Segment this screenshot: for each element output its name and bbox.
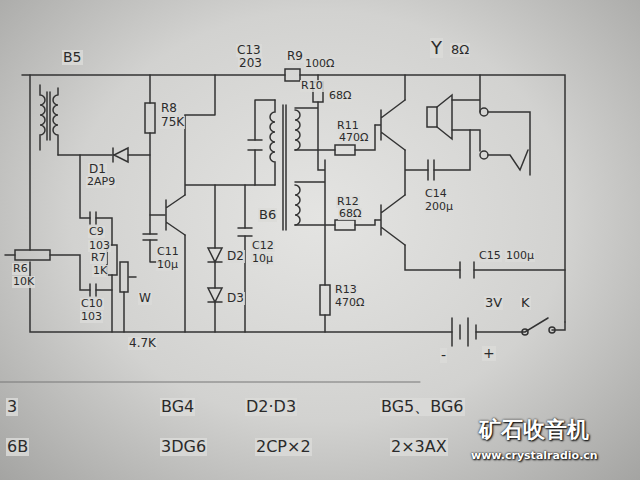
table-cell: 2×3AX [390, 438, 448, 456]
resistor-symbol [335, 220, 355, 230]
part-name: B6 [258, 208, 277, 222]
jack-contact [480, 151, 488, 159]
transformer-symbol [40, 85, 58, 155]
wire [295, 75, 375, 332]
wire [58, 154, 150, 156]
transistor-symbol [375, 100, 405, 245]
resistor-symbol [335, 145, 355, 155]
wire [150, 214, 165, 216]
part-value: 470Ω [338, 132, 369, 144]
wire [22, 75, 565, 322]
part-name: R8 [160, 102, 178, 115]
part-name: D1 [88, 163, 107, 176]
wire [0, 382, 420, 383]
table-cell: 2CP×2 [255, 438, 312, 456]
polarity-mark: - [440, 348, 447, 363]
part-name: R13 [334, 284, 358, 296]
wire [476, 318, 565, 332]
jack-contact [480, 108, 488, 116]
wire [124, 277, 136, 332]
table-cell: 3 [6, 398, 18, 416]
part-name: R7 [90, 252, 107, 264]
capacitor-symbol [90, 284, 96, 296]
wire [470, 130, 480, 151]
part-value: 75K [160, 116, 185, 129]
part-value: 68Ω [338, 208, 362, 220]
wire [452, 75, 530, 175]
speaker-symbol [427, 107, 437, 127]
part-name: C9 [88, 226, 105, 238]
part-name: B5 [62, 50, 83, 65]
part-name: C12 [251, 240, 275, 252]
part-name: W [138, 292, 152, 305]
battery-symbol [452, 318, 476, 346]
capacitor-symbol [90, 212, 96, 224]
polarity-mark: + [482, 346, 496, 361]
part-value: 200μ [424, 201, 454, 213]
part-value: 100μ [505, 250, 535, 262]
wire [214, 185, 216, 332]
part-name: R11 [336, 120, 360, 132]
capacitor-symbol [238, 228, 252, 236]
part-value: 3V [484, 296, 503, 310]
part-value: 100Ω [304, 58, 335, 70]
table-cell: BG5、BG6 [380, 398, 465, 416]
wire [80, 155, 112, 245]
table-cell: 6B [6, 438, 29, 456]
part-name: C10 [80, 298, 104, 310]
part-value: 103 [80, 311, 103, 323]
table-cell: BG4 [160, 398, 195, 416]
diode-symbol [208, 248, 222, 302]
switch-contact [549, 327, 555, 333]
resistor-symbol [320, 285, 330, 315]
part-name: R12 [336, 196, 360, 208]
table-cell: 3DG6 [160, 438, 207, 456]
part-value: 1K [92, 265, 108, 277]
resistor-symbol [15, 250, 50, 260]
speaker-symbol [437, 95, 452, 139]
transistor-symbol [166, 195, 185, 235]
part-name: Y [430, 38, 443, 58]
part-value: 470Ω [334, 297, 365, 309]
part-name: K [520, 296, 531, 310]
part-value: 10μ [156, 259, 179, 271]
part-value: 10μ [251, 253, 274, 265]
part-name: C14 [424, 188, 448, 200]
wire [111, 275, 113, 332]
part-name: R6 [12, 263, 29, 275]
capacitor-symbol [428, 160, 474, 278]
part-name: R9 [286, 50, 304, 63]
diode-symbol [113, 148, 128, 162]
potentiometer-symbol [120, 262, 128, 292]
resistor-symbol [285, 69, 300, 81]
wire [405, 75, 565, 270]
wire [185, 75, 255, 332]
wire [30, 75, 452, 332]
part-name: D3 [226, 292, 245, 305]
part-value: 203 [238, 57, 263, 70]
part-name: C11 [156, 246, 180, 258]
capacitor-symbol [248, 140, 262, 150]
table-cell: D2·D3 [245, 398, 297, 416]
part-name: C15 [478, 250, 502, 262]
watermark: www.crystalradio.cn [470, 450, 599, 462]
part-value: 103 [88, 240, 111, 252]
part-value: 10K [12, 276, 35, 288]
part-value: 4.7K [128, 337, 157, 350]
part-value: 2AP9 [86, 176, 116, 188]
capacitor-symbol [143, 234, 157, 240]
part-value: 68Ω [328, 90, 352, 102]
resistor-symbol [145, 103, 155, 133]
part-name: C13 [236, 44, 262, 57]
watermark: 矿石收音机 [478, 418, 590, 442]
part-name: D2 [226, 250, 245, 263]
part-value: 8Ω [450, 43, 470, 57]
switch-contact [522, 329, 528, 335]
part-name: R10 [300, 80, 324, 92]
